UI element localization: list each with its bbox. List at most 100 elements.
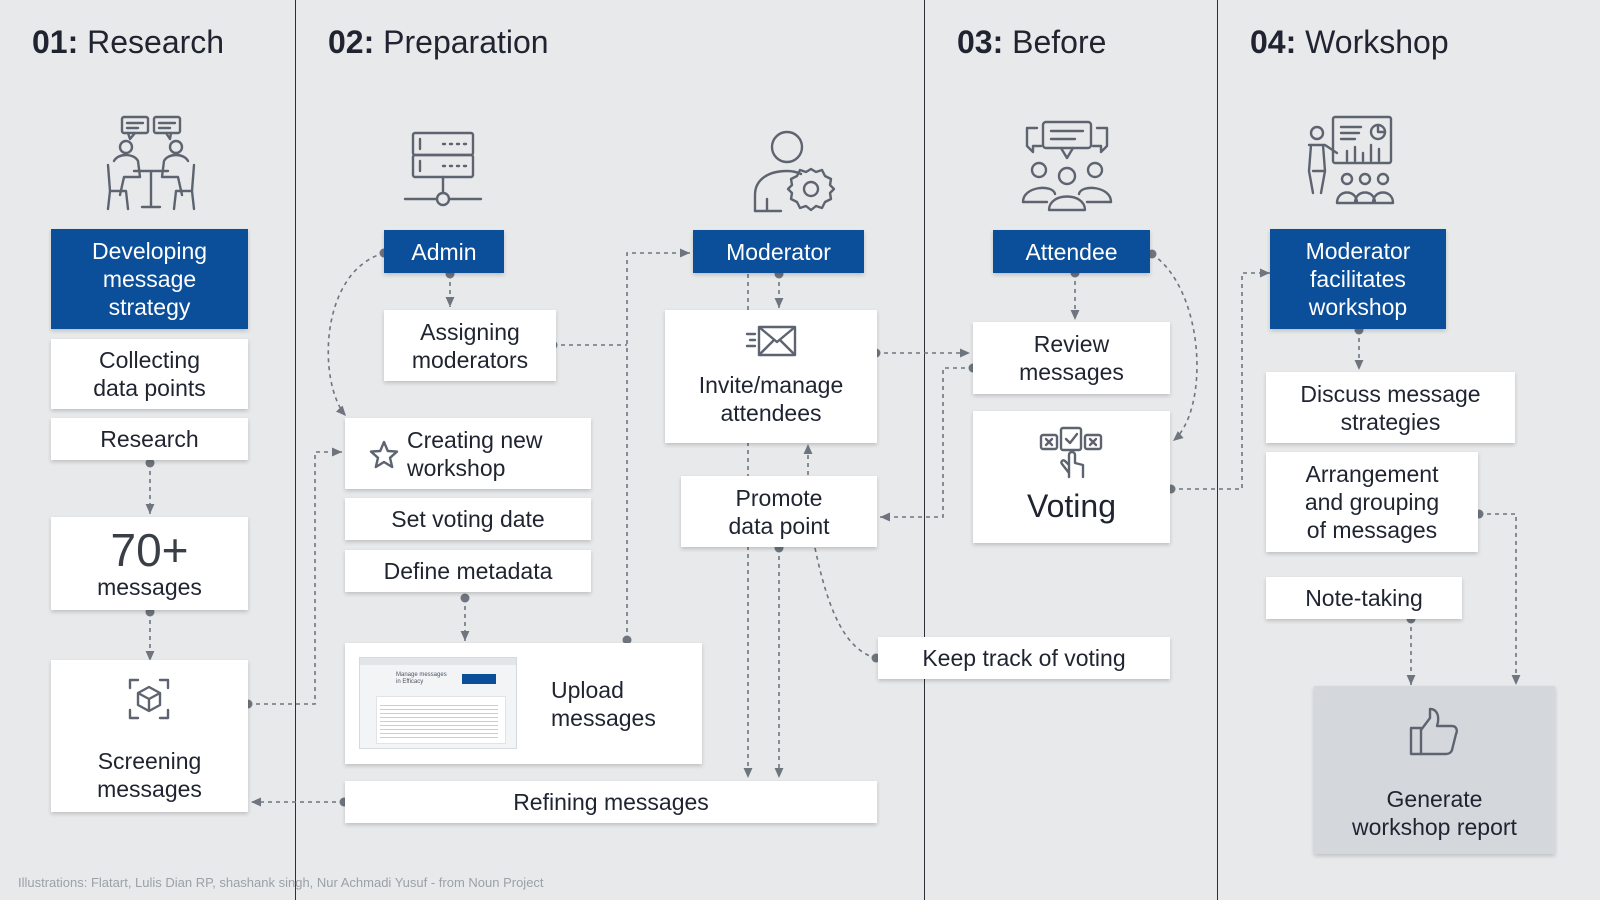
step-set-voting-date: Set voting date [345, 498, 591, 540]
step-label: Keep track of voting [922, 645, 1126, 671]
thumbs-up-icon [1408, 706, 1460, 758]
connector-screening-to-creating [248, 447, 342, 705]
step-research: Research [51, 418, 248, 460]
step-label: Voting [1027, 488, 1116, 524]
message-count-number: 70+ [110, 523, 189, 576]
thumbnail-title-line: in Efficacy [396, 679, 424, 685]
label-line: facilitates [1310, 266, 1406, 292]
divider-research-preparation [295, 0, 296, 900]
label-line: strategies [1340, 408, 1441, 435]
label-line: messages [1019, 359, 1124, 385]
phase-number: 03: [957, 24, 1004, 60]
label-line: Collecting [99, 347, 200, 373]
step-label: Research [100, 426, 199, 452]
label-line: Review [1033, 331, 1110, 357]
label-line: messages [97, 776, 202, 802]
thumbnail-text-lines [380, 702, 498, 738]
server-icon [403, 131, 483, 211]
phase-title-preparation: 02: Preparation [328, 24, 549, 61]
label-line: Creating new [407, 426, 543, 453]
label-line: attendees [720, 399, 822, 426]
label-line: messages [551, 704, 656, 731]
phase-name: Workshop [1305, 24, 1449, 60]
label-line: Screening [97, 748, 202, 774]
step-label: Refining messages [513, 789, 709, 815]
label-line: Discuss message [1300, 380, 1481, 407]
label-line: message [102, 266, 197, 292]
step-refining-messages: Refining messages [345, 781, 877, 823]
user-settings-icon [751, 130, 837, 213]
phase-name: Research [87, 24, 225, 60]
connector-attendee-to-voting [1151, 253, 1198, 442]
phase-number: 04: [1250, 24, 1297, 60]
connector-admin-to-creating [327, 252, 385, 417]
connector-assigning-to-moderator [553, 253, 690, 640]
meeting-icon [100, 115, 200, 213]
scan-cube-icon [128, 678, 170, 720]
connector-arrange-to-report [1479, 513, 1521, 685]
role-label: Admin [411, 238, 477, 265]
star-icon [369, 440, 399, 470]
divider-preparation-before [924, 0, 925, 900]
divider-before-workshop [1217, 0, 1218, 900]
role-attendee: Attendee [993, 230, 1150, 273]
step-label: Define metadata [383, 558, 553, 584]
connector-dot [460, 593, 470, 603]
phase-name: Preparation [383, 24, 549, 60]
audience-icon [1019, 120, 1115, 212]
message-count-card: 70+ messages [51, 517, 248, 610]
label-line: moderators [411, 346, 529, 373]
role-moderator: Moderator [693, 230, 864, 273]
label-line: Generate [1386, 786, 1483, 812]
phase-number: 01: [32, 24, 79, 60]
presentation-icon [1303, 115, 1395, 211]
step-label: Note-taking [1305, 585, 1423, 611]
thumbnail-title-line: Manage messages [396, 672, 447, 678]
illustration-credit: Illustrations: Flatart, Lulis Dian RP, s… [18, 875, 544, 890]
phase-number: 02: [328, 24, 375, 60]
label-line: Arrangement [1305, 461, 1439, 487]
thumbnail-topbar [360, 658, 516, 665]
step-keep-track-of-voting: Keep track of voting [878, 637, 1170, 679]
label-line: Developing [91, 238, 208, 264]
label-line: data point [728, 512, 830, 539]
label-line: workshop report [1352, 814, 1517, 840]
connector-dot [622, 635, 632, 645]
label-line: Promote [735, 484, 823, 511]
label-line: Moderator [1305, 238, 1411, 264]
label-line: of messages [1306, 517, 1438, 543]
label-line: data points [93, 375, 206, 401]
label-line: and grouping [1304, 489, 1440, 515]
connector-voting-to-workshop [1171, 268, 1270, 490]
phase-title-research: 01: Research [32, 24, 224, 61]
connector-dot [145, 458, 155, 468]
step-note-taking: Note-taking [1266, 577, 1462, 619]
phase-title-before: 03: Before [957, 24, 1106, 61]
message-count-label: messages [97, 573, 202, 600]
label-line: Upload [551, 676, 624, 703]
label-line: workshop [407, 454, 506, 481]
role-label: Attendee [1025, 238, 1118, 265]
label-line: Invite/manage [698, 371, 844, 398]
